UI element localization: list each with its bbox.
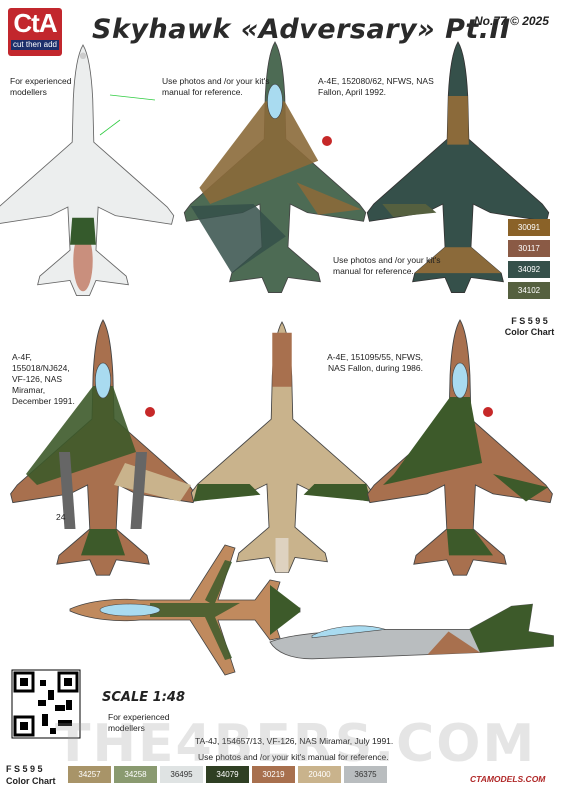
experienced-note-bottom: For experienced modellers	[108, 712, 170, 733]
fs-chart-right: 30091 30117 34092 34102	[508, 219, 550, 299]
fs-chip: 34257	[68, 766, 111, 783]
manual-note-mid: Use photos and /or your kit's manual for…	[333, 255, 441, 276]
underside-grey	[0, 44, 175, 297]
cta-logo: CtA cut then add	[8, 8, 62, 56]
fs-chip: 34092	[508, 261, 550, 278]
fs-chip: 36375	[344, 766, 387, 783]
logo-subtext: cut then add	[11, 40, 59, 50]
top-camo-3	[367, 319, 553, 576]
tail-number: 24	[56, 512, 66, 522]
top-camo-2	[10, 319, 196, 576]
underside-camo-1	[366, 41, 550, 294]
fs-chip: 20400	[298, 766, 341, 783]
fs-chip: 30091	[508, 219, 550, 236]
logo-text: CtA	[13, 8, 57, 38]
fs-chart-right-label1: F S 5 9 5	[511, 316, 548, 326]
fs-chip: 34258	[114, 766, 157, 783]
fs-chart-bottom-label1: F S 5 9 5	[6, 764, 43, 774]
a4e-1-caption: A-4E, 152080/62, NFWS, NAS Fallon, April…	[318, 76, 434, 97]
watermark: THE4BERS.COM	[55, 714, 537, 774]
fs-chip: 30117	[508, 240, 550, 257]
scale-label: SCALE 1:48	[102, 690, 185, 705]
experienced-note-top: For experienced modellers	[10, 76, 72, 97]
website-link[interactable]: CTAMODELS.COM	[470, 774, 546, 784]
top-camo-1	[183, 41, 367, 294]
page-title: Skyhawk «Adversary» Pt.II	[92, 14, 511, 45]
fs-chip: 30219	[252, 766, 295, 783]
issue-number: No.77 © 2025	[474, 14, 549, 28]
fs-chip: 34079	[206, 766, 249, 783]
a4f-caption: A-4F, 155018/NJ624, VF-126, NAS Miramar,…	[12, 352, 75, 406]
ta4j-top-view	[69, 544, 301, 676]
ta4j-side-view	[269, 603, 555, 660]
a4e-2-caption: A-4E, 151095/55, NFWS, NAS Fallon, durin…	[327, 352, 423, 373]
underside-camo-2	[190, 321, 374, 574]
qr-code	[11, 669, 81, 739]
fs-chart-bottom-label2: Color Chart	[6, 776, 56, 786]
ta4j-caption: TA-4J, 154657/13, VF-126, NAS Miramar, J…	[195, 736, 394, 746]
fs-chip: 34102	[508, 282, 550, 299]
manual-note-bottom: Use photos and /or your kit's manual for…	[198, 752, 389, 762]
fs-chip: 36495	[160, 766, 203, 783]
manual-note-top: Use photos and /or your kit's manual for…	[162, 76, 270, 97]
fs-chart-right-label2: Color Chart	[504, 327, 555, 337]
